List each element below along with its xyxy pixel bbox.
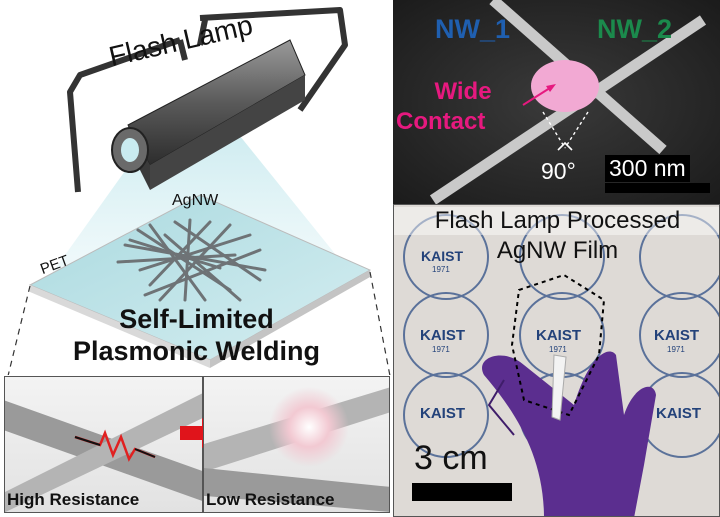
- gloved-hand: [482, 351, 656, 516]
- kaist-logo-5: KAIST: [420, 405, 465, 422]
- nw2-label: NW_2: [597, 14, 673, 44]
- photo-panel: KAIST 1971 KAIST 1971 KAIST 1971 KAIST 1…: [393, 204, 720, 517]
- low-resistance-panel: Low Resistance: [203, 376, 390, 513]
- weld-glow: [269, 387, 349, 467]
- kaist-logo-3: KAIST: [420, 327, 465, 344]
- lamp-handle: [67, 7, 348, 193]
- resistor-icon: [74, 429, 156, 462]
- kaist-year-3: 1971: [432, 345, 450, 354]
- kaist-year-4: 1971: [667, 345, 685, 354]
- wide-contact-line-1: Wide: [434, 78, 492, 105]
- sem-scale-label: 300 nm: [605, 155, 690, 182]
- flash-lamp-schematic: [7, 7, 391, 375]
- sem-image: [429, 0, 710, 204]
- photo-scale-label: 3 cm: [414, 439, 488, 477]
- photo-caption-line-1: Flash Lamp Processed: [394, 207, 719, 235]
- schematic-panel: Flash Lamp AgNW PET Self-Limited Plasmon…: [0, 0, 393, 375]
- kaist-year-1: 1971: [432, 265, 450, 274]
- agnw-label: AgNW: [172, 192, 219, 209]
- kaist-logo-6: KAIST: [656, 405, 701, 422]
- kaist-logo-1: KAIST: [421, 248, 463, 264]
- title-line-1: Self-Limited: [119, 304, 274, 334]
- sem-scale-bar: [605, 183, 710, 193]
- photo-caption-line-2: AgNW Film: [496, 237, 619, 264]
- welded-nanowires-illustration: [204, 387, 389, 512]
- kaist-logo-2: KAIST: [536, 327, 581, 344]
- nanowire-network: [116, 218, 267, 302]
- wide-contact-region: [531, 60, 599, 112]
- kaist-year-2: 1971: [549, 345, 567, 354]
- photo-scale-bar: [412, 483, 512, 501]
- wide-contact-line-2: Contact: [396, 108, 486, 135]
- high-resistance-panel: High Resistance: [4, 376, 203, 513]
- sem-panel: NW_1 NW_2 Wide Contact 90° 300 nm: [393, 0, 720, 204]
- photo-background: [403, 214, 719, 516]
- low-resistance-caption: Low Resistance: [206, 490, 335, 509]
- nw1-label: NW_1: [435, 14, 511, 44]
- high-resistance-caption: High Resistance: [7, 490, 140, 509]
- angle-label: 90°: [541, 158, 576, 184]
- kaist-logo-4: KAIST: [654, 327, 699, 344]
- title-line-2: Plasmonic Welding: [72, 336, 321, 366]
- crossed-nanowires-illustration: [5, 393, 202, 512]
